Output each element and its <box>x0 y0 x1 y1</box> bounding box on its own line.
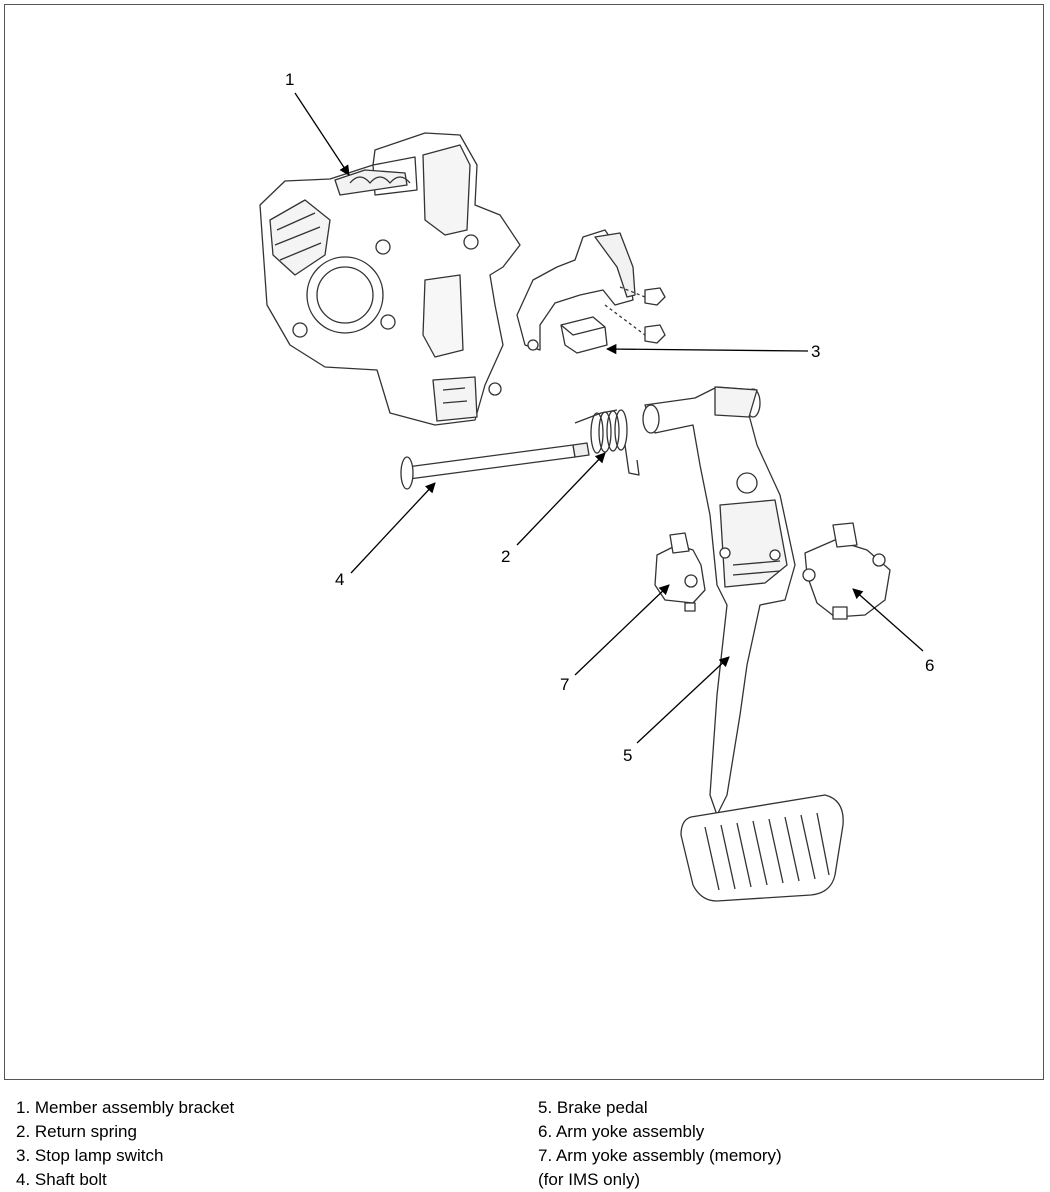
leader-line-5 <box>636 656 730 744</box>
member-assembly-bracket <box>259 132 521 426</box>
exploded-view-drawing: 1 3 4 2 7 6 5 <box>259 70 934 902</box>
stop-lamp-switch <box>560 316 608 354</box>
legend-item-arm-yoke-assembly: 6. Arm yoke assembly <box>538 1122 705 1141</box>
legend-item-shaft-bolt: 4. Shaft bolt <box>16 1170 107 1189</box>
legend-item-return-spring: 2. Return spring <box>16 1122 137 1141</box>
legend-item-brake-pedal: 5. Brake pedal <box>538 1098 648 1117</box>
legend-column-right: 5. Brake pedal 6. Arm yoke assembly 7. A… <box>538 1096 782 1192</box>
leader-line-4 <box>350 482 436 574</box>
legend-item-stop-lamp-switch: 3. Stop lamp switch <box>16 1146 164 1165</box>
legend-item-arm-yoke-assembly-memory: 7. Arm yoke assembly (memory) <box>538 1146 782 1165</box>
stop-lamp-switch-bracket <box>516 229 666 351</box>
callout-7: 7 <box>560 675 569 694</box>
callout-2: 2 <box>501 547 510 566</box>
leader-line-7 <box>574 584 670 676</box>
legend-item-ims-note: (for IMS only) <box>538 1170 641 1189</box>
leader-line-1 <box>294 92 350 176</box>
leader-line-3 <box>605 343 809 355</box>
diagram-frame: 1 3 4 2 7 6 5 <box>4 4 1044 1080</box>
return-spring <box>574 409 640 476</box>
callout-1: 1 <box>285 70 294 89</box>
arm-yoke-assembly <box>802 522 891 620</box>
callout-3: 3 <box>811 342 820 361</box>
brake-pedal <box>642 386 844 902</box>
callout-5: 5 <box>623 746 632 765</box>
arm-yoke-assembly-memory <box>654 532 706 612</box>
callout-6: 6 <box>925 656 934 675</box>
callout-4: 4 <box>335 570 344 589</box>
legend-column-left: 1. Member assembly bracket 2. Return spr… <box>16 1096 234 1192</box>
legend-item-member-assembly-bracket: 1. Member assembly bracket <box>16 1098 235 1117</box>
shaft-bolt <box>400 442 590 490</box>
leader-line-2 <box>516 452 606 546</box>
leader-line-6 <box>852 588 924 652</box>
